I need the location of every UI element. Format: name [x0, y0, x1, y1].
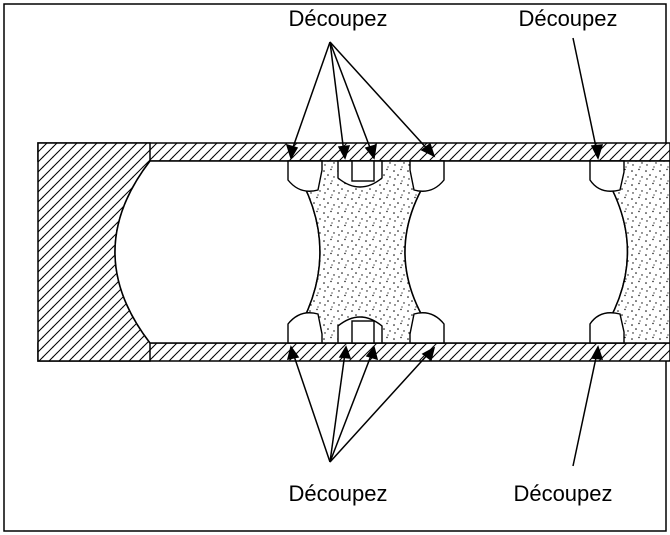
label-top-right: Découpez: [518, 6, 617, 31]
bottom-right-arrow: [572, 345, 604, 467]
label-top-left: Découpez: [288, 6, 387, 31]
label-bottom-left: Découpez: [288, 481, 387, 506]
label-bottom-right: Découpez: [513, 481, 612, 506]
bottom-left-arrows: [286, 345, 436, 463]
top-right-arrow: [572, 37, 604, 161]
bottom-gates: [287, 312, 625, 344]
top-left-arrows: [285, 41, 436, 160]
top-gates: [287, 160, 625, 192]
left-cavity: [114, 160, 321, 344]
right-cavity: [404, 160, 629, 344]
